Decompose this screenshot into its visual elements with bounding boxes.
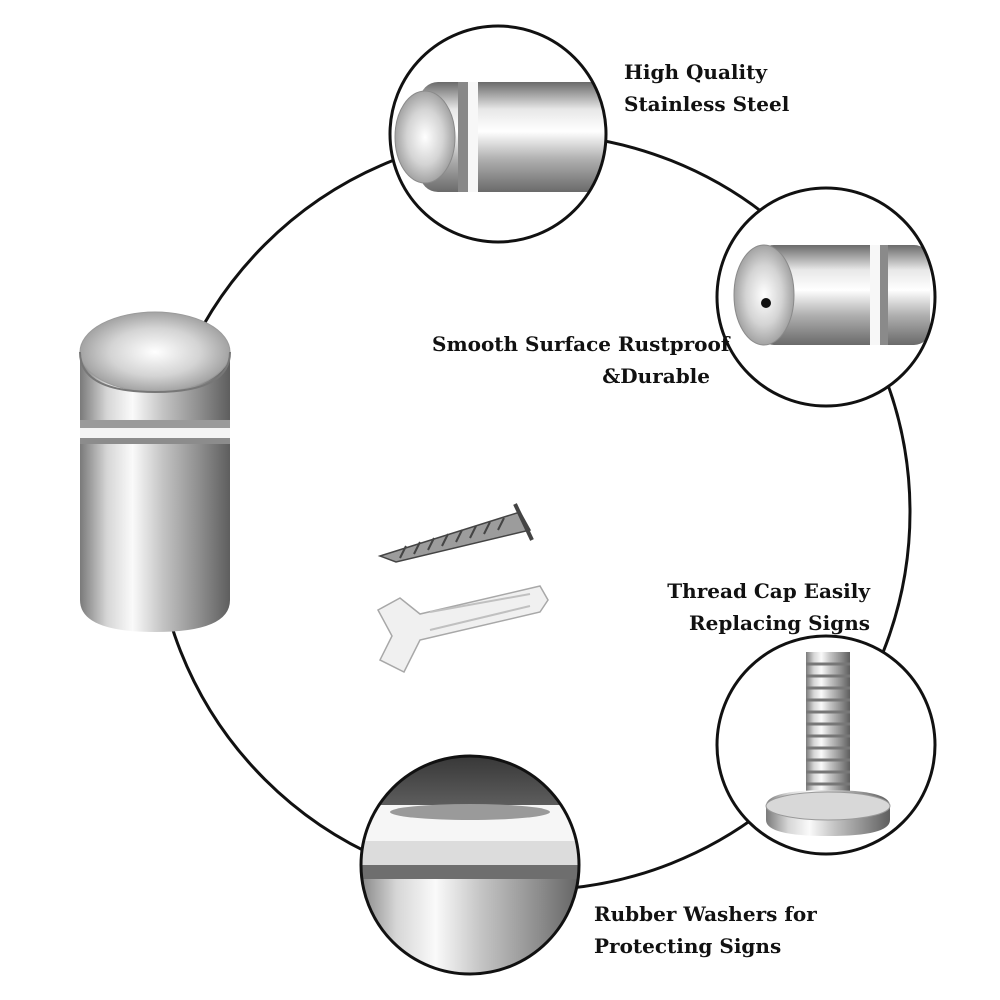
stainless-steel-standoff-icon — [79, 311, 231, 632]
callout-stainless-steel-line1: High Quality — [624, 60, 767, 84]
callout-smooth-surface-line2: &Durable — [602, 364, 710, 388]
threaded-cap-screw-icon — [715, 634, 937, 856]
standoff-cap-closeup-icon — [388, 24, 608, 244]
rubber-washer-closeup-icon — [359, 754, 581, 976]
plastic-wall-anchor-icon — [376, 585, 549, 674]
callout-smooth-surface-line1: Smooth Surface Rustproof — [432, 332, 730, 356]
callout-thread-cap: Thread Cap Easily Replacing Signs — [640, 575, 870, 639]
callout-stainless-steel-line2: Stainless Steel — [624, 92, 790, 116]
wood-screw-icon — [377, 503, 534, 563]
callout-smooth-surface: Smooth Surface Rustproof &Durable — [432, 328, 730, 392]
callout-thread-cap-line2: Replacing Signs — [689, 611, 870, 635]
callout-thread-cap-line1: Thread Cap Easily — [667, 579, 870, 603]
standoff-drilled-end-icon — [715, 186, 937, 408]
callout-rubber-washers-line1: Rubber Washers for — [594, 902, 817, 926]
callout-rubber-washers: Rubber Washers for Protecting Signs — [594, 898, 817, 962]
callout-rubber-washers-line2: Protecting Signs — [594, 934, 782, 958]
callout-stainless-steel: High Quality Stainless Steel — [624, 56, 789, 120]
